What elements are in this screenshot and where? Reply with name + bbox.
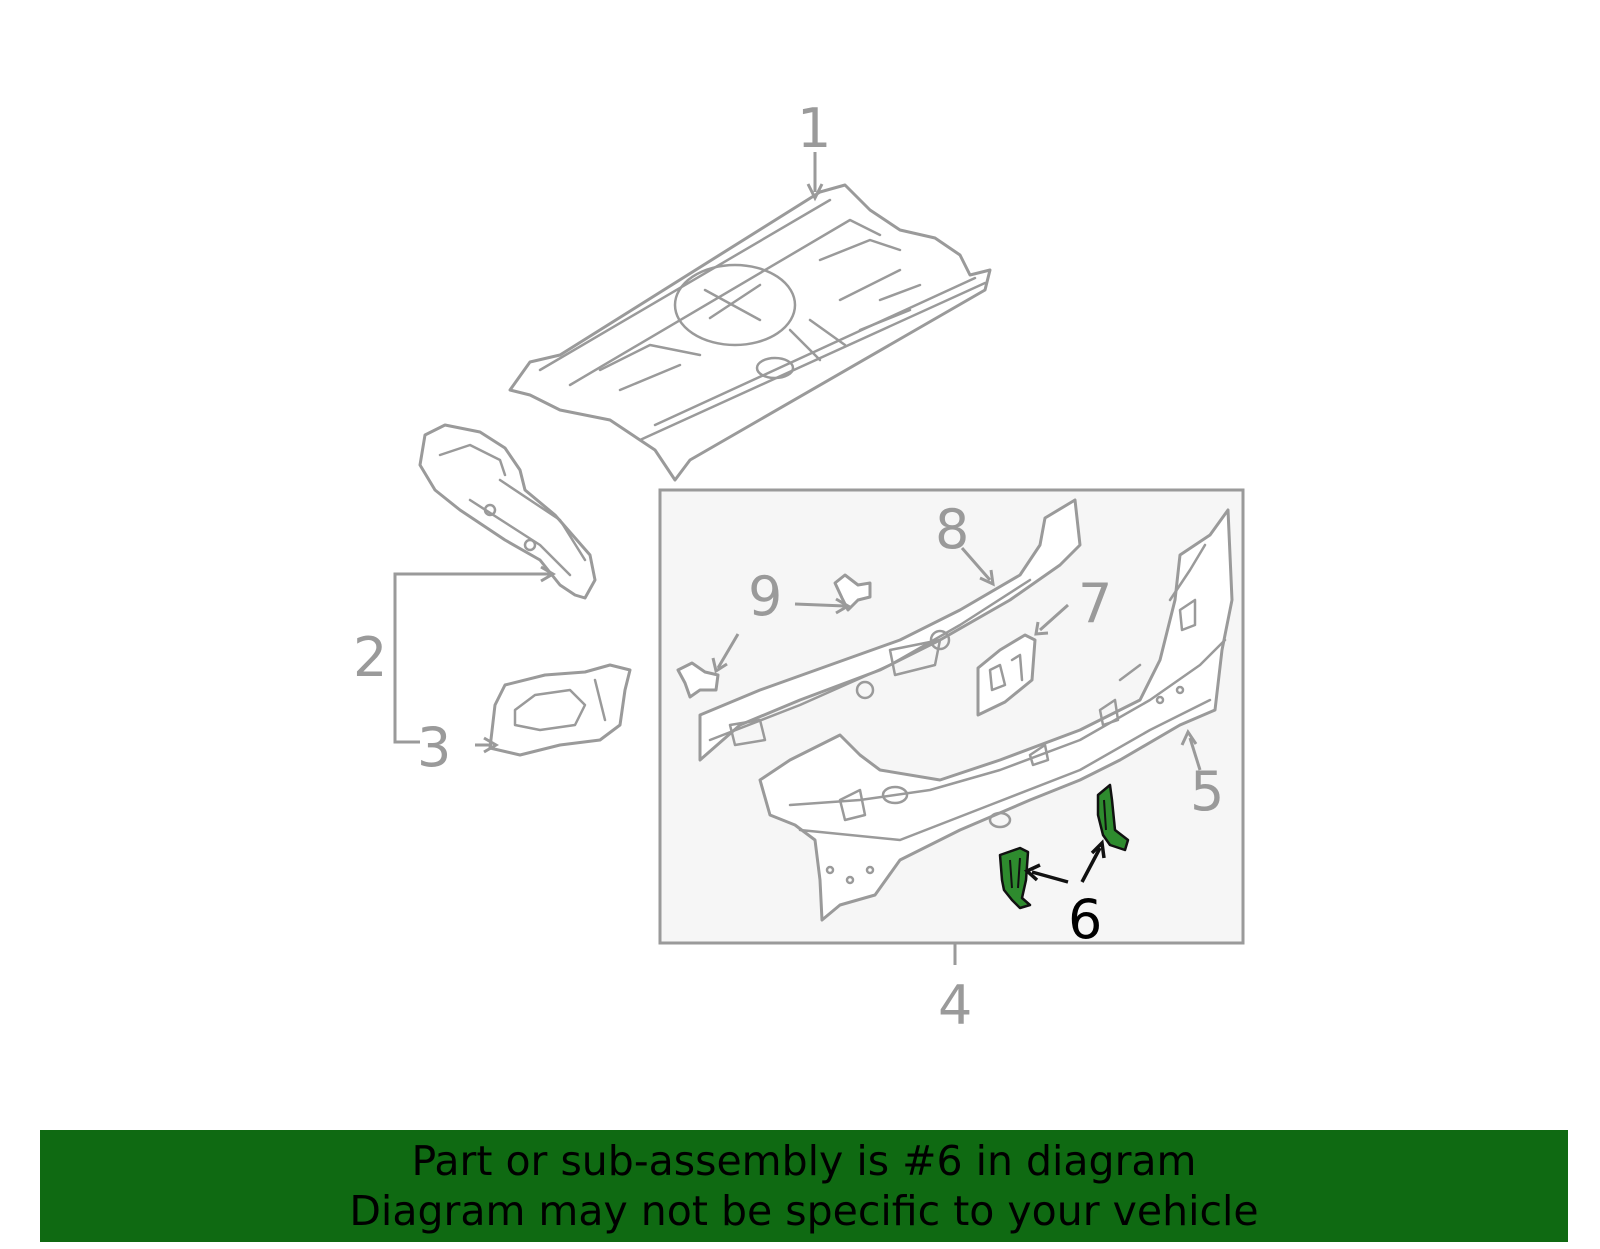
- arrow-9a: [835, 597, 851, 615]
- arrow-6a: [1023, 863, 1041, 882]
- parts-diagram: 1 2 3 4 5 6 7 8 9: [353, 97, 1245, 1037]
- callout-1: 1: [797, 97, 831, 160]
- callout-2: 2: [353, 626, 387, 689]
- leader-lines: [393, 152, 1202, 965]
- leader-9b: [716, 633, 740, 669]
- info-banner: Part or sub-assembly is #6 in diagram Di…: [40, 1130, 1568, 1242]
- banner-line-disclaimer: Diagram may not be specific to your vehi…: [349, 1187, 1259, 1235]
- part-7-reinforcement: [976, 633, 1037, 717]
- arrow-2: [540, 565, 556, 583]
- callout-4: 4: [938, 974, 972, 1037]
- callout-3: 3: [417, 716, 451, 779]
- callout-8: 8: [935, 498, 969, 561]
- part-3-extension: [488, 663, 632, 757]
- arrow-3: [483, 736, 499, 754]
- part-9-bracket: [676, 573, 872, 699]
- callout-5: 5: [1190, 760, 1224, 823]
- arrow-5: [1180, 728, 1198, 746]
- part-8-rear-panel-inner: [698, 498, 1082, 762]
- leader-7: [1039, 603, 1069, 632]
- part-5-rear-body-panel: [758, 508, 1234, 922]
- leader-9a: [794, 602, 846, 608]
- part-2-rear-side-member: [418, 423, 597, 600]
- banner-line-part: Part or sub-assembly is #6 in diagram: [411, 1137, 1197, 1185]
- arrow-8: [979, 569, 995, 587]
- leader-5: [1188, 737, 1202, 771]
- callout-9: 9: [748, 565, 782, 628]
- leader-6a: [1031, 870, 1069, 884]
- arrow-6b: [1090, 839, 1106, 859]
- part-6-highlighted-bracket: [998, 783, 1130, 910]
- arrow-9b: [711, 657, 728, 674]
- arrow-7: [1034, 621, 1049, 636]
- part-1-rear-floor-pan: [508, 183, 992, 482]
- callout-7: 7: [1078, 572, 1112, 635]
- leader-8: [960, 547, 992, 581]
- callout-6: 6: [1068, 888, 1102, 951]
- leader-6b: [1080, 847, 1102, 883]
- arrow-1: [806, 183, 824, 202]
